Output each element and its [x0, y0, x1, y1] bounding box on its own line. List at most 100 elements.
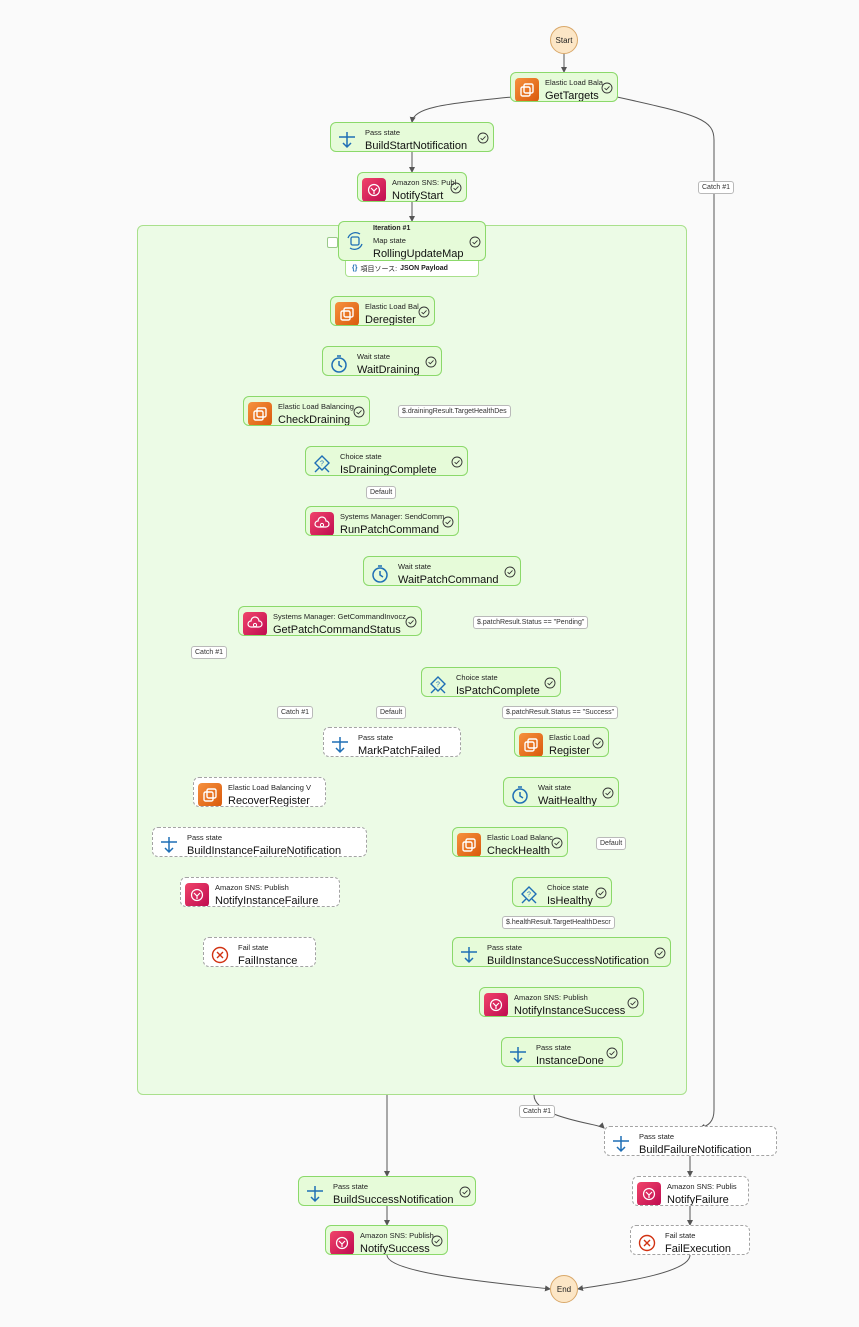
pass-state-icon: [335, 128, 359, 151]
state-name: CheckHealth: [487, 845, 550, 857]
state-name: BuildStartNotification: [365, 140, 468, 152]
check-circle-icon: [654, 946, 666, 959]
edge-label-healthy-default: Default: [596, 837, 627, 850]
state-name: FailExecution: [665, 1243, 732, 1255]
state-name: BuildSuccessNotification: [333, 1194, 454, 1206]
braces-icon: {}: [352, 265, 358, 272]
check-circle-icon: [595, 886, 607, 899]
amazon-sns-icon: [330, 1231, 354, 1254]
state-name: Deregister: [365, 314, 416, 326]
state-type-label: Fail state: [665, 1231, 696, 1240]
state-type-label: Elastic Load Balancing V: [228, 783, 311, 792]
pass-state-icon: [457, 943, 481, 966]
state-type-label: Choice state: [456, 673, 498, 682]
state-type-label: Elastic Load: [549, 733, 590, 742]
elastic-load-balancing-icon: [335, 302, 359, 325]
edge-label-health-cond: $.healthResult.TargetHealthDescr: [502, 916, 615, 929]
check-circle-icon: [451, 455, 463, 468]
edge-label-catch-map: Catch #1: [519, 1105, 556, 1118]
check-circle-icon: [551, 836, 563, 849]
end-node[interactable]: End: [550, 1275, 578, 1303]
check-circle-icon: [469, 235, 481, 248]
end-label: End: [556, 1284, 572, 1294]
edge-label-draining-default: Default: [366, 486, 397, 499]
state-name: IsHealthy: [547, 895, 593, 907]
state-type-label: Pass state: [365, 128, 401, 137]
elastic-load-balancing-icon: [198, 783, 222, 806]
amazon-sns-icon: [185, 883, 209, 906]
state-name: RecoverRegister: [228, 795, 310, 807]
iteration-label: Iteration #1: [373, 225, 411, 232]
check-circle-icon: [353, 405, 365, 418]
check-circle-icon: [450, 181, 462, 194]
edge-label-patch-pending: $.patchResult.Status == "Pending": [473, 616, 589, 629]
state-name: FailInstance: [238, 955, 298, 967]
collapse-toggle[interactable]: [327, 237, 338, 248]
state-type-label: Pass state: [333, 1182, 369, 1191]
edge-label-patch-default: Default: [376, 706, 407, 719]
systems-manager-icon: [243, 612, 267, 635]
choice-state-icon: ?: [310, 452, 334, 475]
state-type-label: Elastic Load Balancing: [278, 402, 354, 411]
state-name: BuildFailureNotification: [639, 1144, 752, 1156]
start-node[interactable]: Start: [550, 26, 578, 54]
transition-edge: [409, 96, 513, 123]
wait-state-icon: [508, 783, 532, 806]
check-circle-icon: [627, 996, 639, 1009]
state-name: GetPatchCommandStatus: [273, 624, 401, 636]
state-type-label: Wait state: [538, 783, 572, 792]
state-type-label: Pass state: [536, 1043, 572, 1052]
state-name: NotifyFailure: [667, 1194, 729, 1206]
state-type-label: Pass state: [358, 733, 394, 742]
wait-state-icon: [368, 562, 392, 585]
item-source-label: 項目ソース:: [360, 265, 398, 273]
state-type-label: Map state: [373, 236, 406, 245]
check-circle-icon: [504, 565, 516, 578]
state-recover-register[interactable]: Elastic Load Balancing V RecoverRegister: [193, 777, 326, 807]
state-name: IsPatchComplete: [456, 685, 540, 697]
check-circle-icon: [442, 515, 454, 528]
state-type-label: Pass state: [187, 833, 223, 842]
state-type-label: Amazon SNS: Publish: [514, 993, 588, 1002]
check-circle-icon: [544, 676, 556, 689]
amazon-sns-icon: [484, 993, 508, 1016]
state-name: NotifySuccess: [360, 1243, 430, 1255]
state-name: CheckDraining: [278, 414, 351, 426]
state-type-label: Elastic Load Bala: [545, 78, 603, 87]
state-name: InstanceDone: [536, 1055, 604, 1067]
fail-state-icon: [208, 943, 232, 966]
edge-label-catch-run: Catch #1: [191, 646, 228, 659]
map-state-icon: [343, 229, 367, 253]
elastic-load-balancing-icon: [515, 78, 539, 101]
check-circle-icon: [592, 736, 604, 749]
state-type-label: Pass state: [487, 943, 523, 952]
